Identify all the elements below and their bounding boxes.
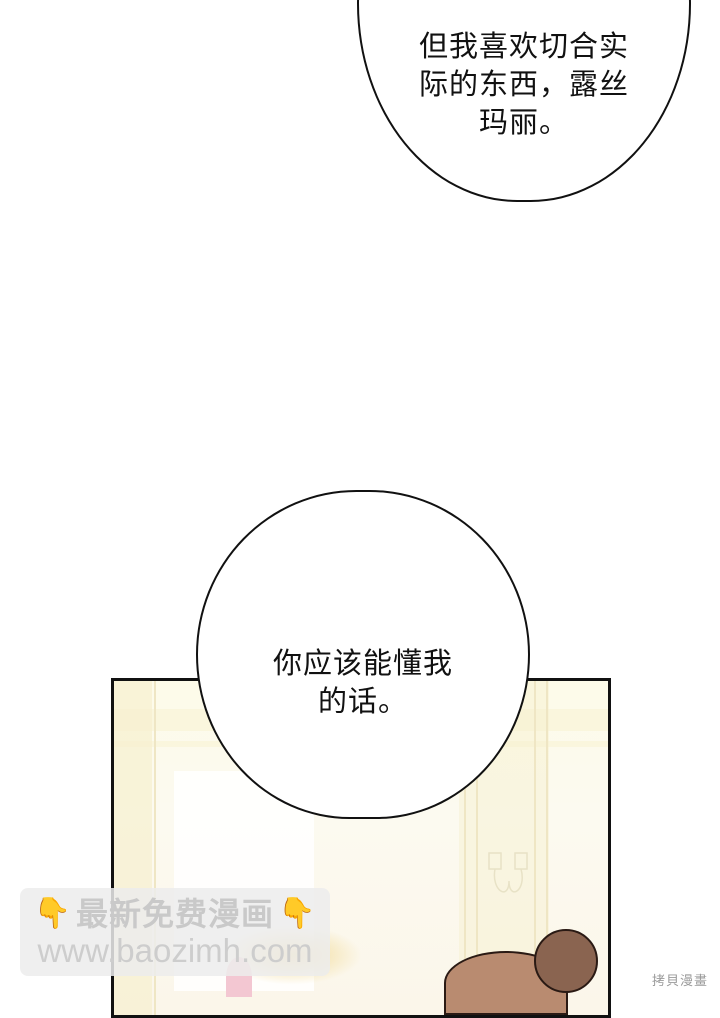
pillar-line (154, 681, 156, 1015)
pillar-line (476, 681, 478, 1015)
wall-sconce-icon (487, 851, 531, 915)
pillar-line (464, 681, 466, 1015)
character-hair-bun (534, 929, 598, 993)
speech-line: 你应该能懂我 (272, 646, 453, 680)
speech-line: 际的东西，露丝 (418, 66, 629, 101)
watermark-slogan: 最新免费漫画 (75, 895, 274, 933)
site-watermark-banner[interactable]: 👇 最新免费漫画 👇 www.baozimh.com (20, 888, 330, 976)
speech-line: 的话。 (317, 684, 408, 718)
corner-watermark: 拷貝漫畫 (651, 974, 708, 989)
speech-text: 但我喜欢切合实 际的东西，露丝 玛丽。 (419, 27, 629, 141)
speech-bubble-top: 但我喜欢切合实 际的东西，露丝 玛丽。 (357, 0, 691, 202)
watermark-headline: 👇 最新免费漫画 👇 (34, 895, 317, 933)
watermark-url-link[interactable]: www.baozimh.com (37, 932, 313, 969)
pillar-line (534, 681, 536, 1015)
pillar-line (546, 681, 548, 1015)
speech-line: 但我喜欢切合实 (418, 28, 629, 63)
speech-text: 你应该能懂我 的话。 (273, 644, 453, 720)
pointing-down-hand-icon: 👇 (278, 896, 317, 931)
speech-line: 玛丽。 (478, 104, 569, 139)
pointing-down-hand-icon: 👇 (33, 896, 72, 931)
speech-bubble-center: 你应该能懂我 的话。 (196, 490, 530, 819)
